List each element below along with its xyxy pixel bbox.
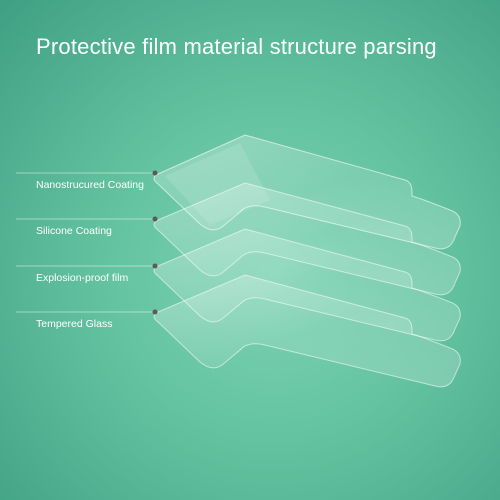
layer-label-explosion-proof-film: Explosion-proof film (36, 272, 129, 284)
page-title: Protective film material structure parsi… (36, 34, 437, 59)
leader-lines (16, 170, 158, 315)
sheet-nanostructured-coating (153, 134, 461, 250)
layer-label-silicone-coating: Silicone Coating (36, 225, 112, 237)
layer-label-tempered-glass: Tempered Glass (36, 318, 113, 330)
layer-label-nanostructured-coating: Nanostrucured Coating (36, 179, 144, 191)
